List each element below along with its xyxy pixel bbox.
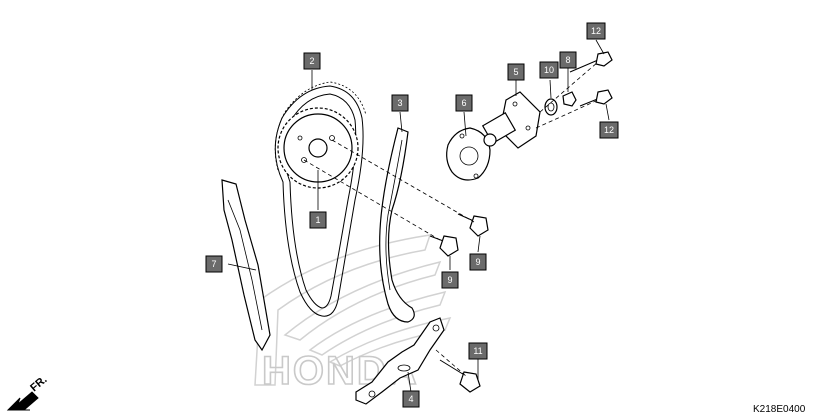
sealing-washer (544, 98, 558, 116)
leader-lines (227, 39, 610, 393)
callout-4-label: 4 (408, 394, 413, 404)
callout-2-label: 2 (309, 56, 314, 66)
chain-guide (221, 179, 271, 352)
callout-5: 5 (507, 63, 525, 81)
bolt-9-upper (457, 213, 489, 237)
callout-7-label: 7 (211, 259, 216, 269)
tensioner-gasket (446, 127, 491, 181)
cam-chain (274, 81, 367, 317)
front-arrow-icon: FR. (6, 374, 50, 411)
callout-3: 3 (391, 94, 409, 112)
honda-wing-watermark: HONDA (254, 234, 452, 394)
callout-8-label: 8 (565, 55, 570, 65)
callout-7: 7 (205, 255, 223, 273)
callout-9-upper-label: 9 (475, 257, 480, 267)
callout-12-upper-label: 12 (591, 26, 601, 36)
callout-12-lower-label: 12 (604, 125, 614, 135)
callout-9-upper: 9 (469, 253, 487, 271)
drawing-code: K218E0400 (753, 404, 806, 415)
callout-2: 2 (303, 52, 321, 70)
bolt-9-lower (429, 235, 459, 257)
stopper-plate (355, 317, 445, 405)
cam-sprocket (277, 107, 359, 189)
callout-12-lower: 12 (599, 121, 619, 139)
callout-1: 1 (309, 211, 327, 229)
callout-10: 10 (539, 61, 559, 79)
callout-5-label: 5 (513, 67, 518, 77)
bolt-12-upper (569, 51, 613, 73)
callout-11: 11 (468, 342, 488, 360)
tensioner-lifter (481, 91, 541, 149)
callout-10-label: 10 (544, 65, 554, 75)
callout-1-label: 1 (315, 215, 320, 225)
callout-6: 6 (455, 94, 473, 112)
callout-8: 8 (559, 51, 577, 69)
callout-6-label: 6 (461, 98, 466, 108)
callout-3-label: 3 (397, 98, 402, 108)
bolt-11 (439, 359, 481, 393)
callout-9-lower: 9 (441, 271, 459, 289)
bolt-12-lower (579, 89, 613, 107)
callout-11-label: 11 (473, 346, 482, 356)
tensioner-slider (379, 127, 415, 323)
front-direction-label: FR. (28, 374, 49, 395)
callout-9-lower-label: 9 (447, 275, 452, 285)
callout-4: 4 (402, 390, 420, 408)
callout-12-upper: 12 (586, 22, 606, 40)
sealing-bolt (562, 91, 577, 107)
